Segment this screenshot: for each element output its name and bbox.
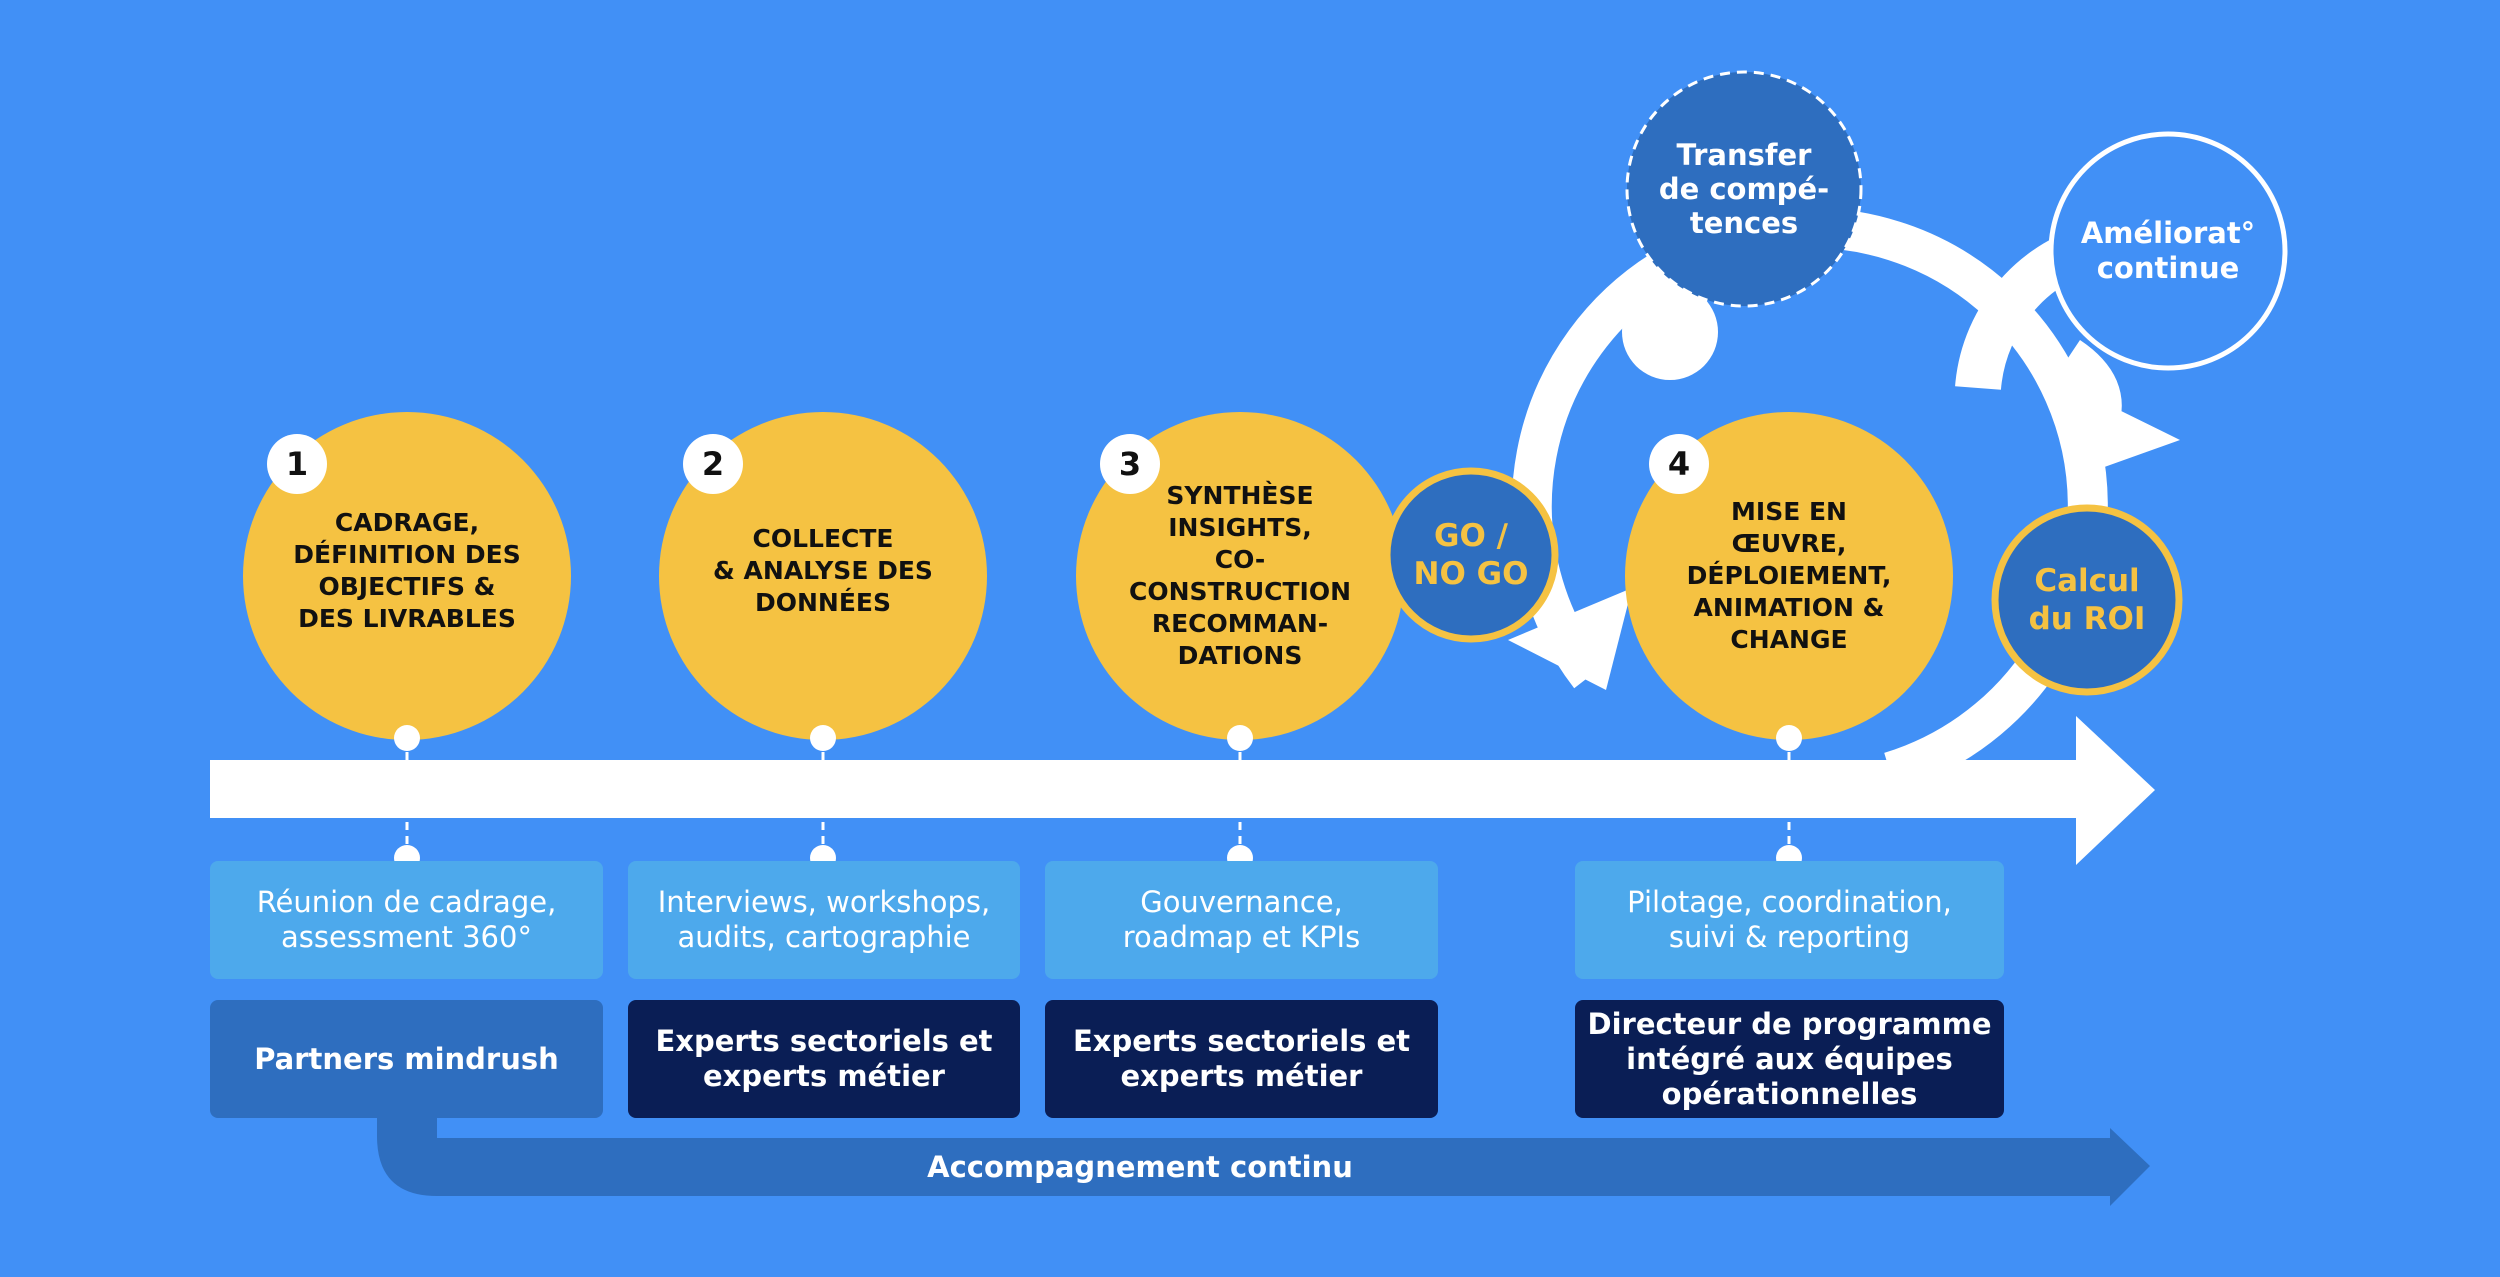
step-2-badge [683, 434, 743, 494]
step-4-circle [1625, 412, 1953, 740]
step-2-owner: Experts sectoriels et experts métier [628, 1000, 1020, 1118]
transfer-label: Transfer de compé- tences [1658, 138, 1830, 240]
step-3-circle [1076, 412, 1404, 740]
step-3-title: SYNTHÈSE INSIGHTS, CO- CONSTRUCTION RECO… [1128, 481, 1351, 670]
step-4-badge [1649, 434, 1709, 494]
step-3-owner: Experts sectoriels et experts métier [1045, 1000, 1438, 1118]
accompagnement-arrow [377, 1085, 2150, 1206]
roi-circle [1991, 504, 2183, 696]
accompagnement-label: Accompagnement continu [927, 1150, 1353, 1184]
step-2-circle [659, 412, 987, 740]
step-3-activity: Gouvernance, roadmap et KPIs [1045, 861, 1438, 979]
step-3-badge [1100, 434, 1160, 494]
step-1-activity: Réunion de cadrage, assessment 360° [210, 861, 603, 979]
step-4-owner: Directeur de programme intégré aux équip… [1575, 1000, 2004, 1118]
amelioration-label: Améliorat° continue [2080, 216, 2256, 285]
timeline-shaft [210, 760, 2090, 818]
roi-label: Calcul du ROI [2028, 563, 2146, 637]
step-1-title: CADRAGE, DÉFINITION DES OBJECTIFS & DES … [293, 508, 521, 633]
step-1-owner: Partners mindrush [210, 1000, 603, 1118]
transfer-circle [1625, 70, 1863, 308]
step-1-number: 1 [285, 445, 309, 483]
step-2-title: COLLECTE & ANALYSE DES DONNÉES [713, 524, 933, 617]
step-1-badge [267, 434, 327, 494]
step-4-activity: Pilotage, coordination, suivi & reportin… [1575, 861, 2004, 979]
step-2-activity: Interviews, workshops, audits, cartograp… [628, 861, 1020, 979]
go-no-go-label: GO / NO GO [1413, 518, 1529, 592]
step-3-number: 3 [1118, 445, 1142, 483]
step-4-number: 4 [1667, 445, 1691, 483]
step-1-circle [243, 412, 571, 740]
loop-knob [1622, 284, 1718, 380]
step-2-number: 2 [701, 445, 725, 483]
step-4-title: MISE EN ŒUVRE, DÉPLOIEMENT, ANIMATION & … [1686, 497, 1892, 654]
go-no-go-circle [1383, 467, 1559, 643]
timeline-arrowhead [2076, 716, 2155, 865]
improvement-arrowhead [2048, 375, 2180, 475]
amelioration-circle [2048, 131, 2288, 371]
loop-arrowhead-left [1508, 588, 1632, 690]
